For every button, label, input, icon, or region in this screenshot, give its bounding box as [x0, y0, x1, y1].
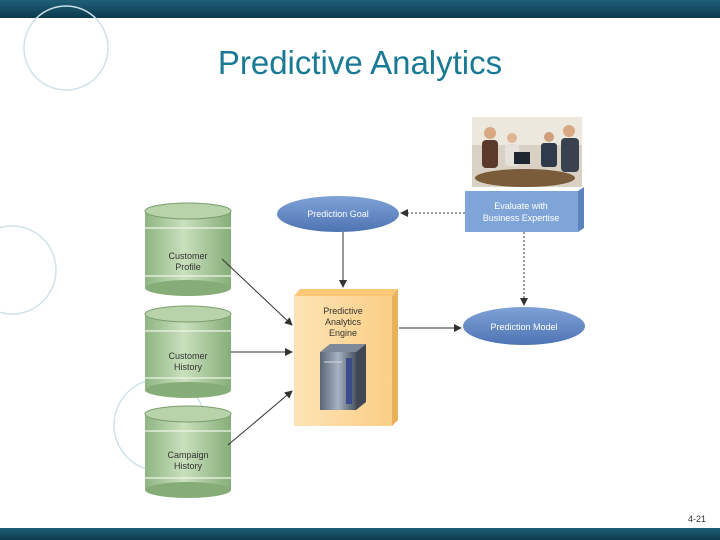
slide-title: Predictive Analytics — [217, 44, 503, 81]
arrow-campaign-to-engine — [227, 390, 293, 446]
server-icon — [320, 344, 366, 410]
evaluate-with-business-expertise: Evaluate with Business Expertise — [465, 187, 584, 232]
database-customer-history: Customer History — [144, 305, 232, 398]
database-label-line1: Customer — [168, 351, 207, 361]
database-campaign-history: Campaign History — [144, 405, 232, 498]
prediction-goal-label: Prediction Goal — [307, 209, 369, 219]
engine-label-line1: Predictive — [323, 306, 363, 316]
arrow-profile-to-engine — [221, 258, 293, 326]
business-meeting-image — [472, 117, 582, 187]
prediction-model-label: Prediction Model — [490, 322, 557, 332]
evaluate-label-line2: Business Expertise — [483, 213, 560, 223]
evaluate-label-line1: Evaluate with — [494, 201, 548, 211]
engine-label-line3: Engine — [329, 328, 357, 338]
engine-label-line2: Analytics — [325, 317, 362, 327]
database-label-line1: Customer — [168, 251, 207, 261]
bottom-bar — [0, 528, 720, 540]
prediction-goal: Prediction Goal — [277, 196, 399, 232]
prediction-model: Prediction Model — [463, 307, 585, 345]
predictive-analytics-engine: Predictive Analytics Engine — [294, 289, 398, 426]
page-number: 4-21 — [687, 514, 706, 524]
database-label-line2: Profile — [175, 262, 201, 272]
top-bar — [0, 0, 720, 18]
database-customer-profile: Customer Profile — [144, 202, 232, 296]
database-label-line1: Campaign — [167, 450, 208, 460]
database-label-line2: History — [174, 461, 203, 471]
database-label-line2: History — [174, 362, 203, 372]
